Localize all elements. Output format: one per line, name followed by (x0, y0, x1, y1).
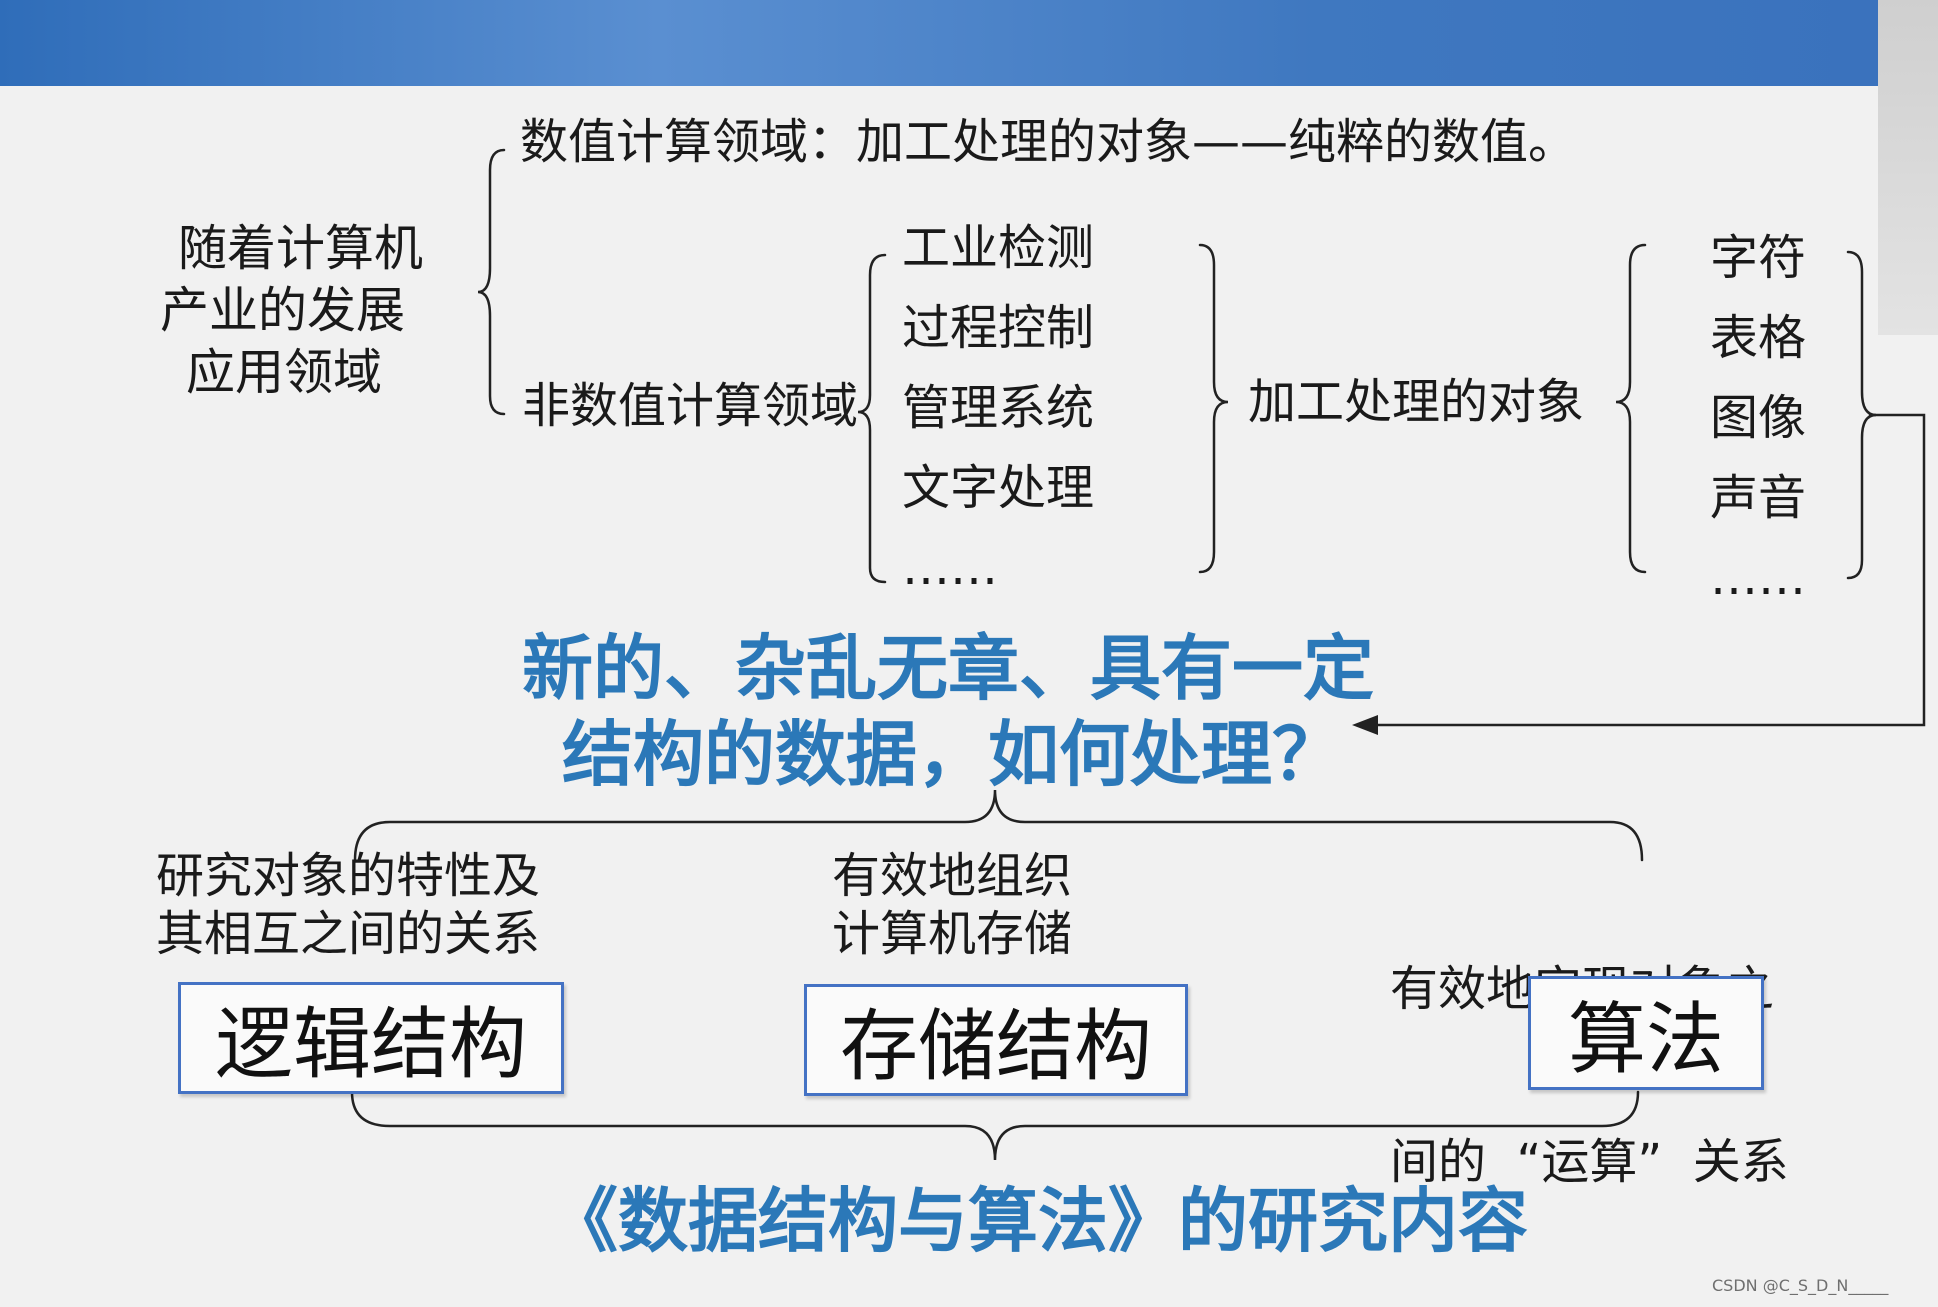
brace-applications-left (858, 255, 885, 582)
arrow-head (1352, 715, 1378, 735)
application-item: 文字处理 (902, 448, 1094, 528)
object-type-list: 字符 表格 图像 声音 …… (1710, 218, 1806, 618)
object-type-item: 图像 (1710, 378, 1806, 458)
numeric-domain-text: 数值计算领域：加工处理的对象——纯粹的数值。 (520, 112, 1576, 172)
application-item: 管理系统 (902, 368, 1094, 448)
application-item: 工业检测 (902, 208, 1094, 288)
object-type-item: 字符 (1710, 218, 1806, 298)
application-item: 过程控制 (902, 288, 1094, 368)
brace-objects-left (1616, 245, 1645, 572)
brace-applications-right (1200, 245, 1228, 572)
algorithm-box: 算法 (1528, 976, 1764, 1090)
non-numeric-domain-text: 非数值计算领域 (522, 376, 858, 436)
application-list: 工业检测 过程控制 管理系统 文字处理 …… (902, 208, 1094, 608)
intro-line-1: 随着计算机 (178, 218, 423, 279)
logical-structure-box: 逻辑结构 (178, 982, 564, 1094)
storage-structure-box: 存储结构 (804, 984, 1188, 1096)
arrow-to-question (1370, 415, 1924, 725)
intro-line-3: 应用领域 (186, 342, 382, 403)
question-line-2: 结构的数据，如何处理？ (562, 714, 1343, 796)
brace-domains (478, 150, 504, 414)
question-line-1: 新的、杂乱无章、具有一定 (522, 628, 1374, 710)
object-type-item: 声音 (1710, 458, 1806, 538)
logical-structure-desc: 研究对象的特性及 其相互之间的关系 (156, 848, 540, 963)
storage-structure-desc: 有效地组织 计算机存储 (832, 848, 1072, 963)
watermark: CSDN @C_S_D_N_____ (1712, 1276, 1888, 1296)
object-type-item: …… (1710, 538, 1806, 618)
conclusion-text: 《数据结构与算法》的研究内容 (548, 1178, 1528, 1266)
object-type-item: 表格 (1710, 298, 1806, 378)
intro-line-2: 产业的发展 (160, 280, 405, 341)
application-item: …… (902, 528, 1094, 608)
processed-objects-text: 加工处理的对象 (1248, 372, 1584, 432)
